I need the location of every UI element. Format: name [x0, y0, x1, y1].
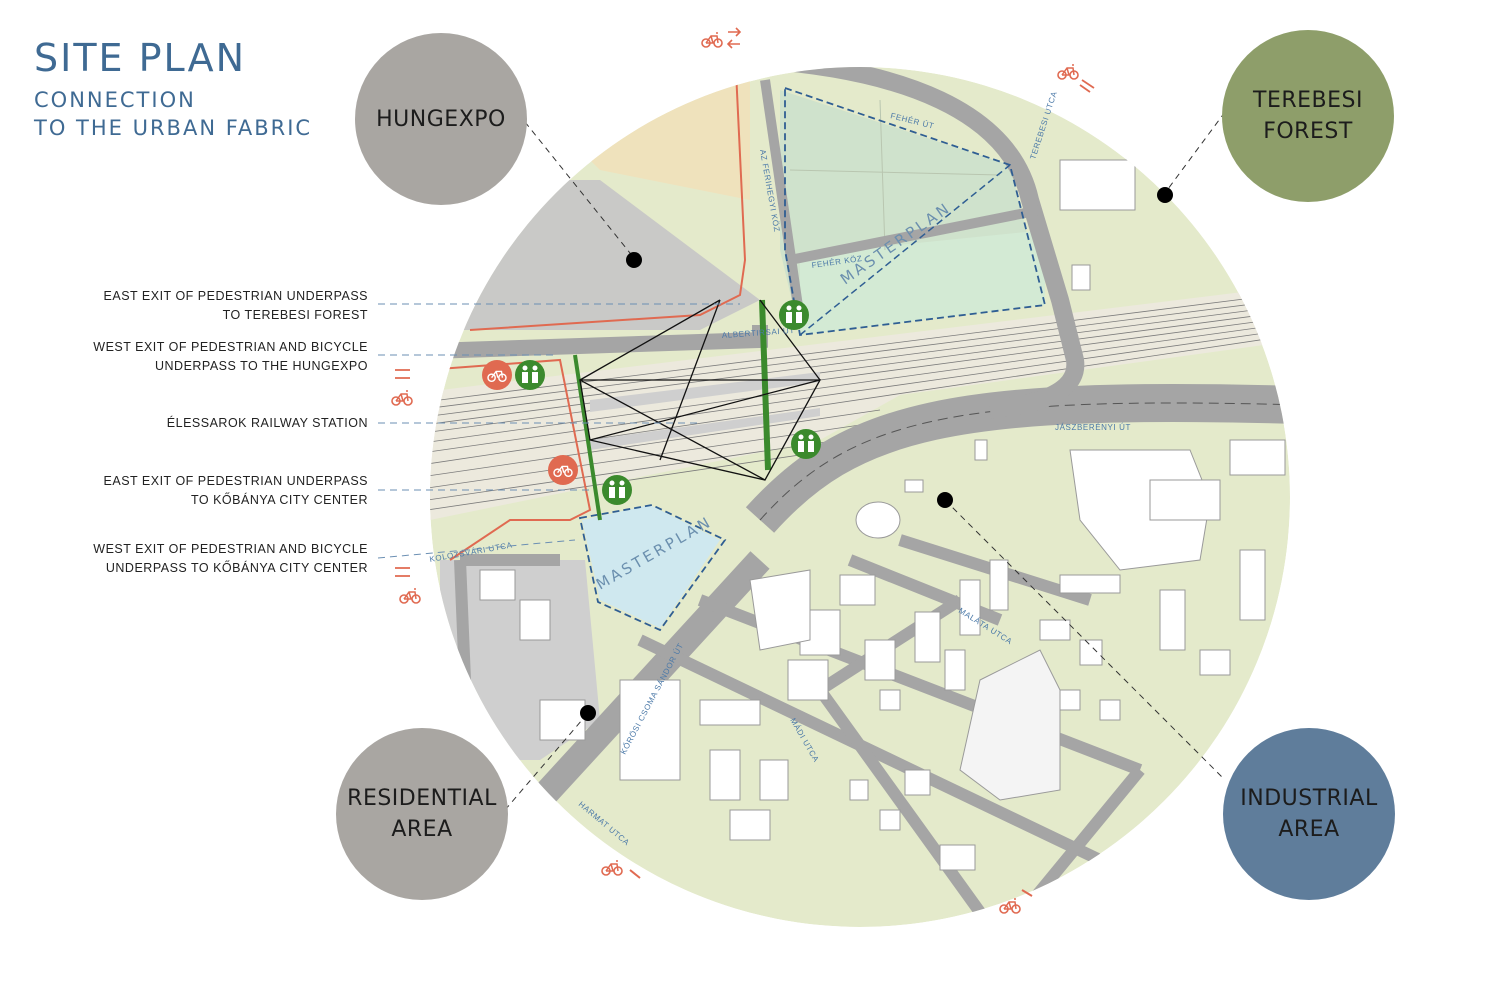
district-hungexpo: HUNGEXPO — [355, 33, 527, 205]
page-subtitle-line-1: CONNECTION — [34, 88, 196, 112]
label-west-exit-hungexpo: WEST EXIT OF PEDESTRIAN AND BICYCLE UNDE… — [93, 340, 368, 373]
bicycle-icon — [482, 360, 578, 485]
two-way-arrow-icon — [391, 27, 1095, 914]
label-leaders — [377, 303, 740, 559]
terebesi-marker — [1157, 187, 1173, 203]
page-title: SITE PLAN — [34, 36, 247, 80]
page-subtitle-line-2: TO THE URBAN FABRIC — [34, 116, 313, 140]
label-east-exit-terebesi: EAST EXIT OF PEDESTRIAN UNDERPASS TO TER… — [103, 289, 368, 322]
street-jaszberenyi-ut: JÁSZBERÉNYI ÚT — [1055, 423, 1131, 432]
hungexpo-marker — [626, 252, 642, 268]
label-east-exit-kobanya: EAST EXIT OF PEDESTRIAN UNDERPASS TO KŐB… — [103, 474, 368, 507]
district-industrial-area: INDUSTRIAL AREA — [1223, 728, 1395, 900]
district-terebesi-forest: TEREBESI FOREST — [1222, 30, 1394, 202]
industrial-marker — [937, 492, 953, 508]
label-west-exit-kobanya: WEST EXIT OF PEDESTRIAN AND BICYCLE UNDE… — [93, 542, 368, 575]
residential-marker — [580, 705, 596, 721]
pedestrian-icon — [515, 300, 821, 505]
title-block: SITE PLAN CONNECTION TO THE URBAN FABRIC — [34, 36, 312, 142]
district-residential-area: RESIDENTIAL AREA — [336, 728, 508, 900]
label-railway-station: ÉLESSAROK RAILWAY STATION — [166, 416, 368, 430]
